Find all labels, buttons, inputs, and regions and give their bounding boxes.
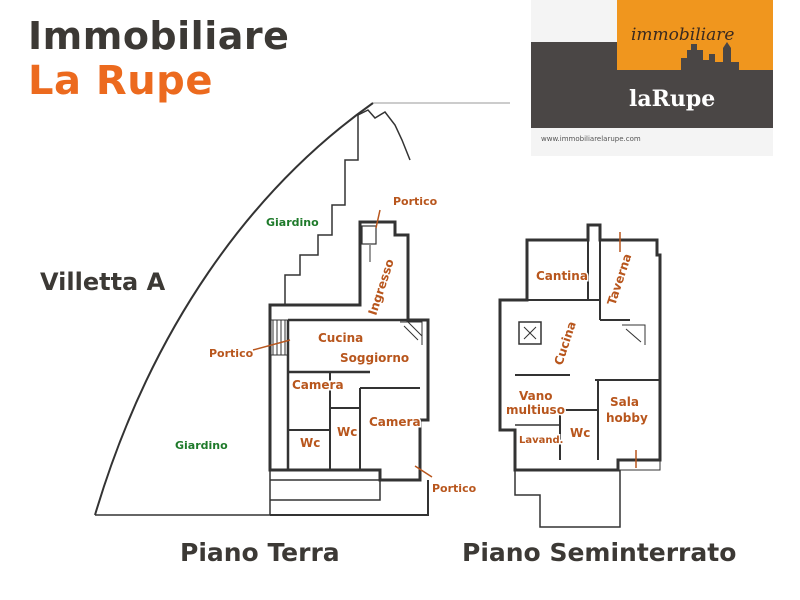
label-cucina-ground: Cucina xyxy=(318,331,363,345)
label-camera-2: Camera xyxy=(369,415,421,429)
label-taverna: Taverna xyxy=(605,252,635,307)
logo-website: www.immobiliarelarupe.com xyxy=(541,135,641,143)
portico-steps xyxy=(269,319,289,356)
label-camera-1: Camera xyxy=(292,378,344,392)
logo-script-text: immobiliare xyxy=(631,25,734,45)
basement-label: Piano Seminterrato xyxy=(462,538,737,567)
label-cucina-basement: Cucina xyxy=(552,320,579,367)
ground-floor-plan xyxy=(94,102,510,516)
agency-title-line1: Immobiliare xyxy=(28,14,290,58)
basement-lower-outline xyxy=(514,470,621,528)
label-lavand: Lavand. xyxy=(519,435,563,446)
label-portico-left: Portico xyxy=(209,347,254,360)
stepped-outline xyxy=(269,115,359,515)
arrow-portico-bottom xyxy=(414,465,433,478)
plan-title: Villetta A xyxy=(40,268,166,296)
label-cantina: Cantina xyxy=(536,269,588,283)
label-wc-1: Wc xyxy=(337,425,357,439)
label-soggiorno: Soggiorno xyxy=(340,351,409,365)
logo-graphic: immobiliare laRupe www.immobiliarelarupe… xyxy=(531,0,773,143)
fireplace-cross xyxy=(523,326,537,340)
label-ingresso: Ingresso xyxy=(366,257,397,317)
stair-symbol xyxy=(400,321,423,345)
garden-boundary-curve xyxy=(94,102,374,516)
label-wc-2: Wc xyxy=(300,436,320,450)
ground-floor-arrows xyxy=(252,209,433,478)
arrow-portico-top xyxy=(375,209,381,229)
bottom-edge xyxy=(270,480,429,516)
label-giardino-top: Giardino xyxy=(266,216,319,229)
logo-brand-text: laRupe xyxy=(629,86,715,112)
fireplace-box xyxy=(518,321,542,345)
label-wc-basement: Wc xyxy=(570,426,590,440)
label-multiuso: multiuso xyxy=(506,403,565,417)
label-hobby: hobby xyxy=(606,411,648,425)
label-portico-bottom: Portico xyxy=(432,482,477,495)
ground-floor-label: Piano Terra xyxy=(180,538,340,567)
portico-top-box xyxy=(361,225,377,245)
skyline-icon xyxy=(681,42,739,70)
label-portico-top: Portico xyxy=(393,195,438,208)
bottom-terrace xyxy=(270,479,381,501)
label-giardino-bottom: Giardino xyxy=(175,439,228,452)
label-vano: Vano xyxy=(519,389,553,403)
top-wall-steps xyxy=(357,109,411,161)
label-sala: Sala xyxy=(610,395,639,409)
agency-title-line2: La Rupe xyxy=(28,58,213,104)
agency-logo: immobiliare laRupe www.immobiliarelarupe… xyxy=(531,0,773,156)
basement-plan xyxy=(498,223,662,528)
basement-arrows xyxy=(619,232,637,468)
arrow-portico-left xyxy=(252,339,291,351)
basement-stair-symbol xyxy=(622,324,646,345)
basement-step xyxy=(610,460,661,471)
